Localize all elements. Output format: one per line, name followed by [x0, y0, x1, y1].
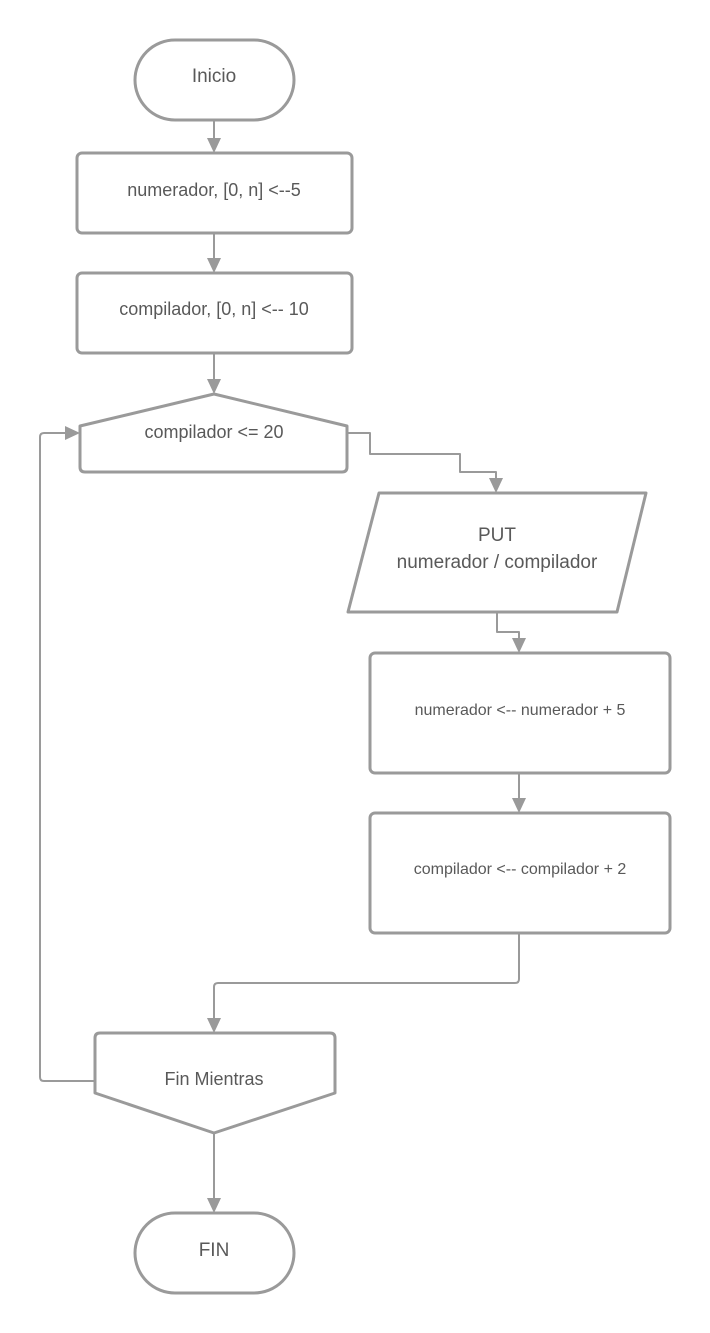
loop-end-shape	[93, 1031, 337, 1135]
node-increment-compilador: compilador <-- compilador + 2	[368, 811, 672, 935]
node-loop-end: Fin Mientras	[93, 1031, 337, 1135]
arrowhead-down-icon	[207, 379, 221, 394]
process-shape	[75, 151, 354, 235]
arrowhead-down-icon	[207, 1198, 221, 1213]
node-assign-compilador-label: compilador, [0, n] <-- 10	[119, 299, 309, 319]
arrowhead-down-icon	[512, 638, 526, 653]
node-loop-condition-label: compilador <= 20	[144, 422, 283, 442]
node-increment-compilador-label: compilador <-- compilador + 2	[414, 861, 627, 878]
process-shape	[75, 271, 354, 355]
node-fin: FIN	[133, 1211, 296, 1295]
io-shape	[346, 491, 648, 614]
connector-loop-back	[39, 432, 95, 1082]
node-increment-numerador-label: numerador <-- numerador + 5	[415, 702, 626, 719]
terminator-shape	[133, 1211, 296, 1295]
connector-output-to-increment-numerador	[496, 612, 520, 641]
node-inicio-label: Inicio	[192, 66, 236, 87]
arrowhead-down-icon	[512, 798, 526, 813]
node-assign-numerador-label: numerador, [0, n] <--5	[127, 180, 301, 200]
node-assign-numerador: numerador, [0, n] <--5	[75, 151, 354, 235]
connectors	[39, 120, 526, 1213]
node-fin-label: FIN	[199, 1240, 230, 1261]
terminator-shape	[133, 38, 296, 122]
process-shape	[368, 651, 672, 775]
node-output-line1: PUT	[478, 525, 516, 546]
arrowhead-down-icon	[489, 478, 503, 493]
process-shape	[368, 811, 672, 935]
node-loop-end-label: Fin Mientras	[164, 1069, 263, 1089]
arrowhead-down-icon	[207, 138, 221, 153]
node-assign-compilador: compilador, [0, n] <-- 10	[75, 271, 354, 355]
node-output: PUT numerador / compilador	[346, 491, 648, 614]
arrowhead-down-icon	[207, 258, 221, 273]
arrowhead-right-icon	[65, 426, 80, 440]
arrowhead-down-icon	[207, 1018, 221, 1033]
connector-increment-compilador-to-loop-end	[213, 933, 520, 1021]
connector-loop-to-output	[347, 432, 497, 481]
node-loop-condition: compilador <= 20	[78, 392, 349, 474]
node-output-line2: numerador / compilador	[397, 552, 598, 573]
loop-start-shape	[78, 392, 349, 474]
node-increment-numerador: numerador <-- numerador + 5	[368, 651, 672, 775]
node-inicio: Inicio	[133, 38, 296, 122]
